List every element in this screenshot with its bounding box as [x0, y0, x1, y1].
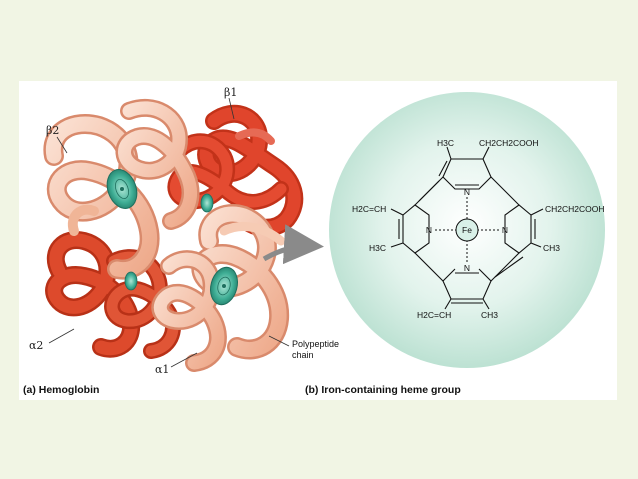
- label-beta2: β2: [46, 124, 59, 137]
- iron-atom: [455, 218, 479, 242]
- label-chain: chain: [292, 350, 314, 360]
- figure-panel: β1 β2 α2 α1 Polypeptide chain: [19, 81, 617, 400]
- heme-disc-beta1: [200, 193, 214, 213]
- iron-label: Fe: [462, 225, 472, 235]
- label-beta1: β1: [224, 86, 237, 99]
- beta2-chain: [43, 98, 200, 280]
- label-alpha2: α2: [29, 339, 43, 352]
- label-alpha1: α1: [155, 363, 169, 376]
- group-propionate-right: CH2CH2COOH: [545, 204, 605, 214]
- heme-disc-alpha2: [124, 271, 138, 291]
- nitrogen-right: N: [502, 225, 508, 235]
- heme-disc-beta2: [106, 169, 138, 209]
- nitrogen-top: N: [464, 187, 470, 197]
- heme-disc-alpha1: [210, 266, 238, 306]
- group-h3c-top: H3C: [437, 138, 454, 148]
- nitrogen-left: N: [426, 225, 432, 235]
- leader-lines: [48, 97, 290, 368]
- zoom-arrow: [262, 224, 324, 265]
- figure-svg: β1 β2 α2 α1 Polypeptide chain: [23, 86, 605, 396]
- group-vinyl-left: H2C=CH: [352, 204, 386, 214]
- porphyrin-bonds: [390, 146, 544, 310]
- hemoglobin-structure: β1 β2 α2 α1 Polypeptide chain: [29, 86, 339, 376]
- group-vinyl-bottom: H2C=CH: [417, 310, 451, 320]
- nitrogen-bottom: N: [464, 263, 470, 273]
- beta1-chain: [167, 104, 304, 237]
- heme-group: Fe N N N N H3C CH2CH2COOH H2C=CH H3C CH2…: [329, 92, 605, 368]
- group-ch3-right: CH3: [543, 243, 560, 253]
- group-ch3-bottom: CH3: [481, 310, 498, 320]
- group-propionate-top: CH2CH2COOH: [479, 138, 539, 148]
- label-polypeptide: Polypeptide: [292, 339, 339, 349]
- caption-hemoglobin: (a) Hemoglobin: [23, 384, 99, 396]
- group-h3c-left: H3C: [369, 243, 386, 253]
- alpha1-chain: [151, 204, 290, 372]
- caption-heme: (b) Iron-containing heme group: [305, 384, 461, 396]
